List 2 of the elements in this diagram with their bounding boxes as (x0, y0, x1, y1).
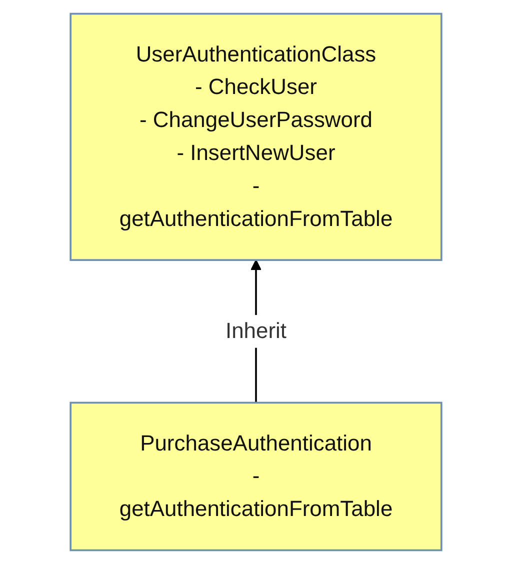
node-box (70, 12, 442, 261)
node-box (70, 402, 442, 552)
